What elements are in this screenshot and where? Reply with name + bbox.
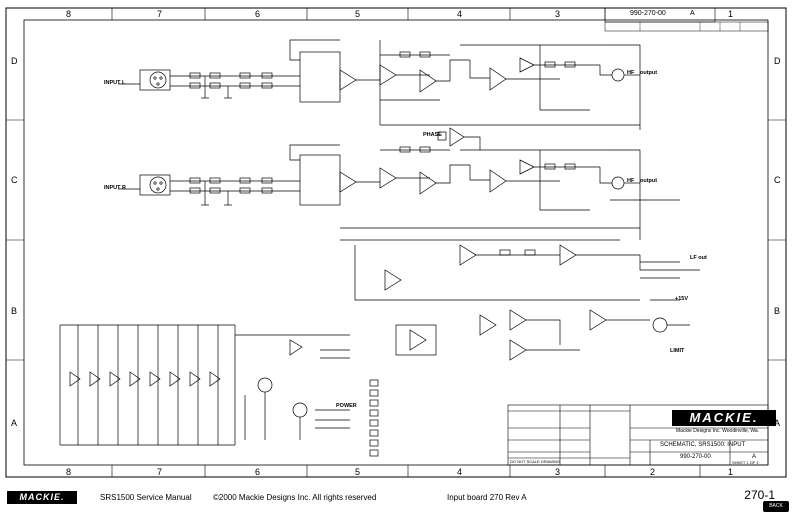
zone-column-label: 5 bbox=[355, 467, 361, 477]
footer-manual-title: SRS1500 Service Manual bbox=[100, 493, 192, 502]
mackie-logo: MACKIE. bbox=[672, 410, 776, 426]
zone-column-label: 7 bbox=[157, 9, 163, 19]
footer-mackie-logo: MACKIE. bbox=[7, 491, 77, 504]
back-button[interactable]: BACK bbox=[763, 501, 789, 512]
output-r-label: output bbox=[640, 178, 658, 184]
input-r-label: INPUT R bbox=[104, 185, 126, 191]
zone-column-label: 3 bbox=[555, 9, 561, 19]
zone-row-label: A bbox=[774, 418, 781, 428]
hf-r-label: HF bbox=[627, 178, 635, 184]
footer-board-name: Input board 270 Rev A bbox=[447, 493, 527, 502]
zone-column-label: 7 bbox=[157, 467, 163, 477]
zone-column-label: 3 bbox=[555, 467, 561, 477]
plus15v-label: +15V bbox=[675, 296, 688, 302]
zone-column-label: 5 bbox=[355, 9, 361, 19]
hf-l-label: HF bbox=[627, 70, 635, 76]
zone-column-label: 6 bbox=[255, 9, 261, 19]
sheet-info: SHEET 1 OF 1 bbox=[732, 460, 759, 465]
zone-column-label: 4 bbox=[457, 9, 463, 19]
footer-copyright: ©2000 Mackie Designs Inc. All rights res… bbox=[213, 493, 377, 502]
schematic-drawing bbox=[5, 7, 787, 478]
zone-column-label: 8 bbox=[66, 9, 72, 19]
lf-out-label: LF out bbox=[690, 255, 707, 261]
schematic-sheet: 8 7 6 5 4 3 1 8 7 6 5 4 3 2 1 D C B A D … bbox=[5, 7, 787, 478]
zone-row-label: C bbox=[11, 175, 18, 185]
do-not-scale: DO NOT SCALE DRAWING bbox=[510, 459, 561, 464]
zone-row-label: D bbox=[774, 56, 781, 66]
zone-row-label: D bbox=[11, 56, 18, 66]
page-number: 270-1 bbox=[744, 488, 775, 502]
zone-column-label: 2 bbox=[650, 467, 656, 477]
power-label: POWER bbox=[336, 403, 357, 409]
drawing-number-header: 990-270-00 bbox=[630, 10, 666, 17]
zone-row-label: A bbox=[11, 418, 18, 428]
zone-row-label: B bbox=[774, 306, 781, 316]
zone-row-label: B bbox=[11, 306, 18, 316]
phase-label: PHASE bbox=[423, 132, 442, 138]
drawing-title: SCHEMATIC, SRS1500: INPUT bbox=[660, 442, 746, 448]
rev-header: A bbox=[690, 10, 695, 17]
zone-column-label: 1 bbox=[728, 467, 734, 477]
zone-column-label: 8 bbox=[66, 467, 72, 477]
zone-column-label: 1 bbox=[728, 9, 734, 19]
zone-row-label: C bbox=[774, 175, 781, 185]
zone-column-label: 6 bbox=[255, 467, 261, 477]
drawing-number: 990-270-00 bbox=[680, 454, 711, 460]
zone-column-label: 4 bbox=[457, 467, 463, 477]
company-name: Mackie Designs Inc. Woodinville, Wa. bbox=[676, 428, 760, 434]
output-l-label: output bbox=[640, 70, 658, 76]
input-l-label: INPUT L bbox=[104, 80, 126, 86]
limit-label: LIMIT bbox=[670, 348, 685, 354]
drawing-rev: A bbox=[752, 454, 757, 460]
page-footer: MACKIE. SRS1500 Service Manual ©2000 Mac… bbox=[0, 487, 793, 513]
